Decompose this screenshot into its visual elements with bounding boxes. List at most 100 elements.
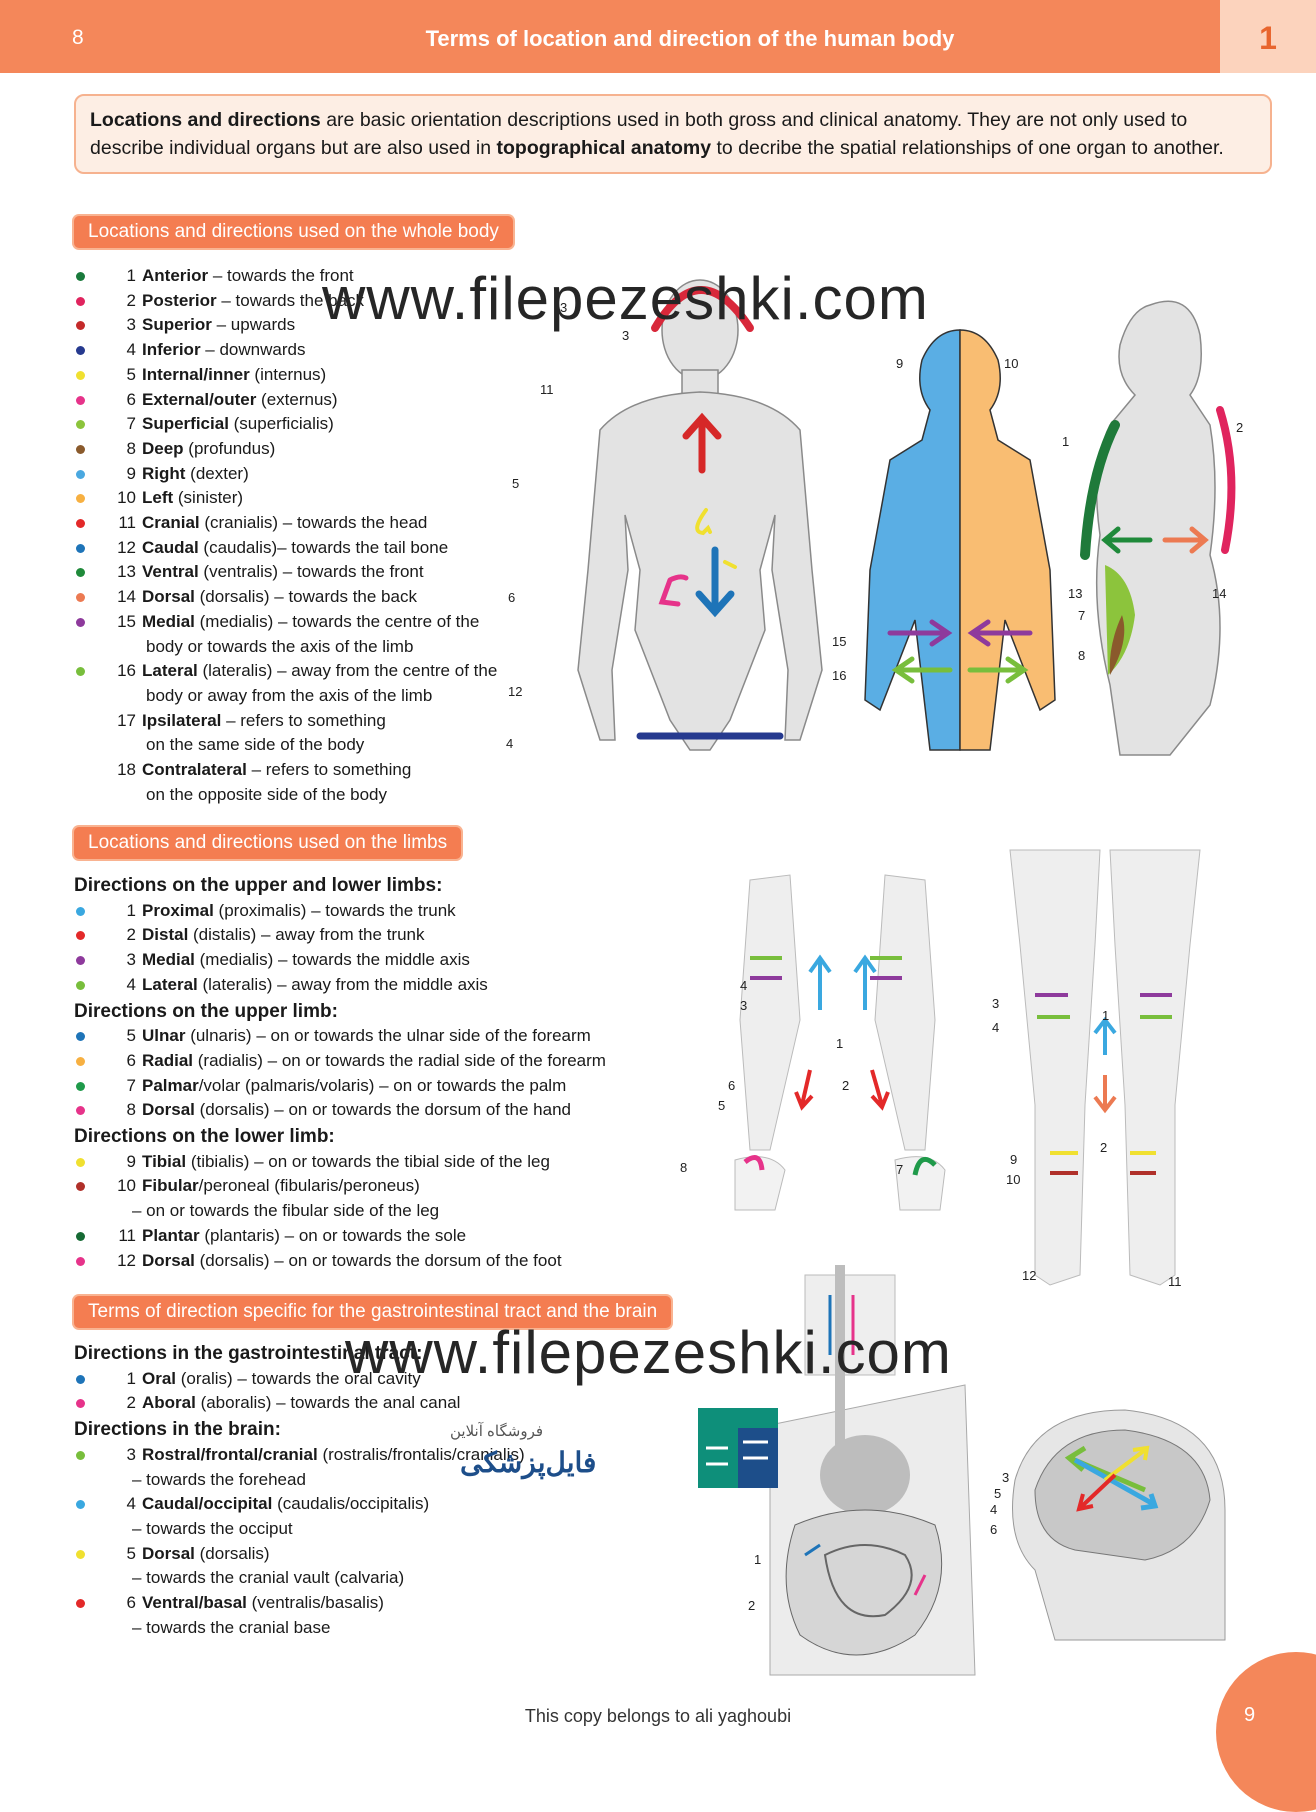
watermark-bottom: www.filepezeshki.com (345, 1319, 952, 1386)
page-header: 8 Terms of location and direction of the… (0, 0, 1316, 73)
figure-label-body_female: 16 (832, 668, 847, 683)
subheading-lower: Directions on the lower limb: (74, 1126, 335, 1148)
figure-label-body_side: 13 (1068, 586, 1083, 601)
page-corner (1216, 1652, 1316, 1812)
figure-label-body_front: 4 (506, 736, 514, 751)
item-number: 8 (126, 1100, 136, 1120)
bullet-dot-icon (76, 1374, 85, 1384)
section-heading-gi-brain: Terms of direction specific for the gast… (74, 1296, 672, 1328)
bullet-dot-icon (76, 494, 85, 504)
item-description: – refers to something (221, 710, 386, 730)
store-logo: فروشگاه آنلاین فایل‌پزشکی (450, 1400, 780, 1500)
figure-label-legs: 3 (992, 996, 1000, 1011)
item-continuation: on the same side of the body (146, 735, 365, 755)
item-term: Contralateral (142, 760, 247, 780)
item-term: Fibular (142, 1176, 199, 1196)
bullet-dot-icon (76, 956, 85, 966)
figure-label-body_female: 10 (1004, 356, 1019, 371)
bullet-dot-icon (76, 931, 85, 941)
bullet-dot-icon (76, 1182, 85, 1192)
figure-label-arms: 1 (836, 1036, 844, 1051)
item-number: 9 (126, 1151, 136, 1171)
item-term: Ventral/basal (142, 1593, 247, 1613)
item-term: Cranial (142, 513, 200, 533)
chapter-tab: 1 (1220, 0, 1316, 73)
bullet-dot-icon (76, 906, 85, 916)
item-number: 15 (117, 611, 136, 631)
watermark-top: www.filepezeshki.com (322, 265, 929, 332)
item-number: 2 (126, 1393, 136, 1413)
figure-label: 3 (622, 328, 629, 343)
front-body-illustration: 3 (577, 279, 823, 751)
item-description: (rostralis/frontalis/cranialis) (317, 1444, 525, 1464)
item-description: (dorsalis) – on or towards the dorsum of… (194, 1100, 572, 1120)
side-body-illustration (1080, 300, 1236, 756)
logo-line1: فروشگاه آنلاین (450, 1423, 544, 1440)
item-description: (sinister) (173, 488, 244, 508)
item-description: (plantaris) – on or towards the sole (199, 1225, 467, 1245)
item-description: (cranialis) – towards the head (199, 513, 428, 533)
item-term: Radial (142, 1050, 194, 1070)
item-description: /volar (palmaris/volaris) – on or toward… (198, 1075, 567, 1095)
gi-tract-illustration (769, 1265, 976, 1676)
figure-label-legs: 10 (1006, 1172, 1021, 1187)
bullet-dot-icon (76, 444, 85, 454)
item-description: – towards the front (208, 266, 354, 285)
item-number: 18 (117, 760, 136, 780)
figure-label-arms: 3 (740, 998, 748, 1013)
item-term: Caudal/occipital (142, 1494, 273, 1514)
item-term: Posterior (142, 290, 217, 310)
item-continuation: – towards the forehead (132, 1469, 306, 1489)
logo-mark-icon (698, 1408, 778, 1488)
item-number: 7 (126, 1075, 136, 1095)
item-term: Left (142, 488, 174, 508)
item-description: (medialis) – towards the middle axis (194, 950, 470, 970)
item-description: /peroneal (fibularis/peroneus) (198, 1176, 420, 1196)
figure-label-body_side: 8 (1078, 648, 1086, 663)
item-number: 12 (117, 1250, 136, 1270)
item-description: (lateralis) – away from the middle axis (197, 974, 488, 994)
section-heading-limbs: Locations and directions used on the lim… (74, 827, 462, 859)
bullet-dot-icon (76, 1032, 85, 1042)
item-description: (dexter) (185, 463, 249, 483)
bullet-dot-icon (76, 1256, 85, 1266)
item-number: 7 (126, 414, 136, 434)
figure-label-arms: 7 (896, 1162, 904, 1177)
item-continuation: body or away from the axis of the limb (146, 685, 433, 705)
bullet-dot-icon (76, 1231, 85, 1241)
item-number: 6 (126, 389, 136, 409)
item-description: – towards the back (216, 290, 365, 310)
bullet-dot-icon (76, 543, 85, 553)
item-description: (lateralis) – away from the centre of th… (197, 661, 498, 681)
bullet-dot-icon (76, 346, 85, 356)
item-term: Dorsal (142, 1100, 195, 1120)
figure-label-arms: 4 (740, 978, 748, 993)
item-description: (proximalis) – towards the trunk (213, 900, 456, 920)
figure-label-body_female: 15 (832, 634, 847, 649)
item-term: Plantar (142, 1225, 200, 1245)
item-number: 3 (126, 1444, 136, 1464)
bullet-dot-icon (76, 519, 85, 529)
item-number: 14 (117, 587, 136, 607)
figure-label-legs: 12 (1022, 1268, 1037, 1283)
bullet-dot-icon (76, 1549, 85, 1559)
figure-label-brain: 3 (1002, 1470, 1010, 1485)
item-number: 4 (126, 1494, 136, 1514)
item-term: Dorsal (142, 587, 195, 607)
item-term: Inferior (142, 340, 201, 360)
